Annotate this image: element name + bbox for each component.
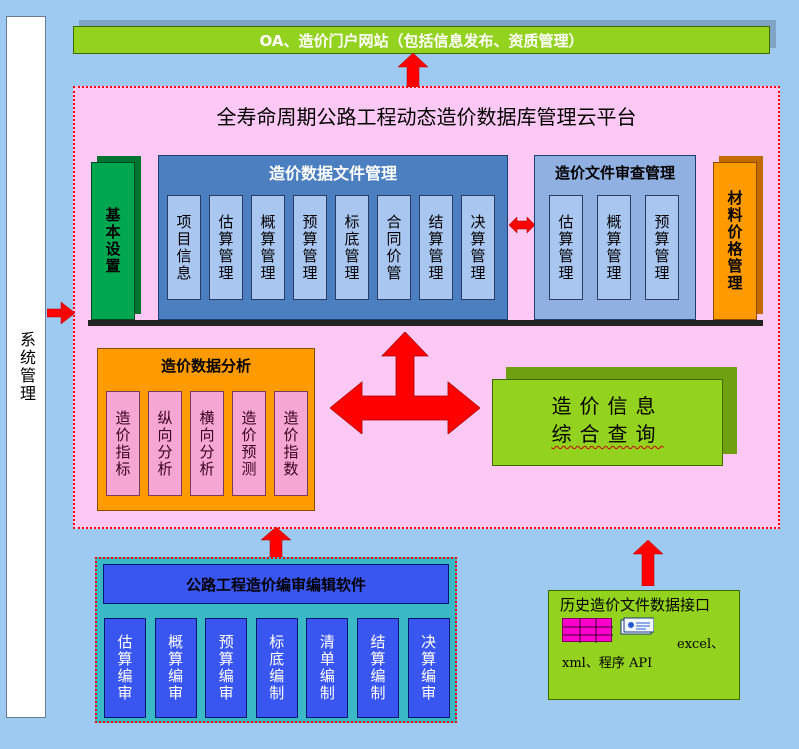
software-item-3: 预算编审	[205, 618, 248, 718]
software-item-2: 概算编审	[154, 618, 197, 718]
review-management-item-1: 估算管理	[549, 195, 583, 300]
material-price-label: 材料价格管理	[725, 190, 744, 292]
analysis-item-2: 纵向分析	[148, 391, 182, 496]
analysis-item-1: 造价指标	[106, 391, 140, 496]
review-management-item-2: 概算管理	[597, 195, 631, 300]
basic-settings-label: 基本设置	[103, 207, 122, 275]
bus-bar	[88, 320, 763, 326]
file-management-item-2: 估算管理	[209, 195, 243, 300]
analysis-item-3: 横向分析	[190, 391, 224, 496]
spreadsheet-icon	[562, 618, 613, 643]
review-management-title: 造价文件审查管理	[554, 163, 675, 182]
portal-bar: OA、造价门户网站（包括信息发布、资质管理）	[73, 26, 770, 54]
software-title: 公路工程造价编审编辑软件	[103, 564, 449, 604]
system-management-bar: 系统管理	[6, 16, 46, 718]
file-management-item-3: 概算管理	[251, 195, 285, 300]
three-way-arrow-icon	[330, 332, 480, 434]
analysis-item-4: 造价预测	[232, 391, 266, 496]
file-management-title: 造价数据文件管理	[268, 164, 397, 183]
query-label: 造价信息 综合查询	[551, 394, 664, 446]
software-item-1: 估算编审	[104, 618, 146, 718]
document-icon	[620, 617, 654, 635]
right-arrow-icon	[47, 302, 75, 324]
up-arrow-history-icon	[633, 540, 663, 586]
history-formats-line2: xml、程序 API	[562, 656, 653, 671]
review-management-item-3: 预算管理	[645, 195, 679, 300]
up-arrow-software-icon	[261, 527, 291, 557]
platform-title: 全寿命周期公路工程动态造价数据库管理云平台	[216, 104, 637, 129]
history-interface-box	[548, 590, 740, 700]
file-management-item-1: 项目信息	[167, 195, 201, 300]
file-management-item-7: 结算管理	[419, 195, 453, 300]
material-price-box: 材料价格管理	[713, 162, 757, 320]
basic-settings-box: 基本设置	[91, 162, 135, 320]
software-item-7: 决算编审	[407, 618, 450, 718]
file-management-item-8: 决算管理	[461, 195, 495, 300]
system-management-label: 系统管理	[17, 331, 36, 403]
history-formats-line1: excel、	[677, 637, 725, 652]
up-arrow-portal-icon	[398, 53, 428, 87]
portal-label: OA、造价门户网站（包括信息发布、资质管理）	[259, 31, 584, 50]
file-management-item-4: 预算管理	[293, 195, 327, 300]
history-title: 历史造价文件数据接口	[560, 596, 711, 614]
software-item-4: 标底编制	[255, 618, 298, 718]
file-management-item-6: 合同价管	[377, 195, 411, 300]
file-management-item-5: 标底管理	[335, 195, 369, 300]
software-item-5: 清单编制	[306, 618, 349, 718]
software-item-6: 结算编制	[357, 618, 399, 718]
double-arrow-icon	[509, 216, 535, 234]
analysis-title: 造价数据分析	[160, 356, 251, 375]
query-box	[492, 379, 723, 466]
analysis-item-5: 造价指数	[274, 391, 308, 496]
